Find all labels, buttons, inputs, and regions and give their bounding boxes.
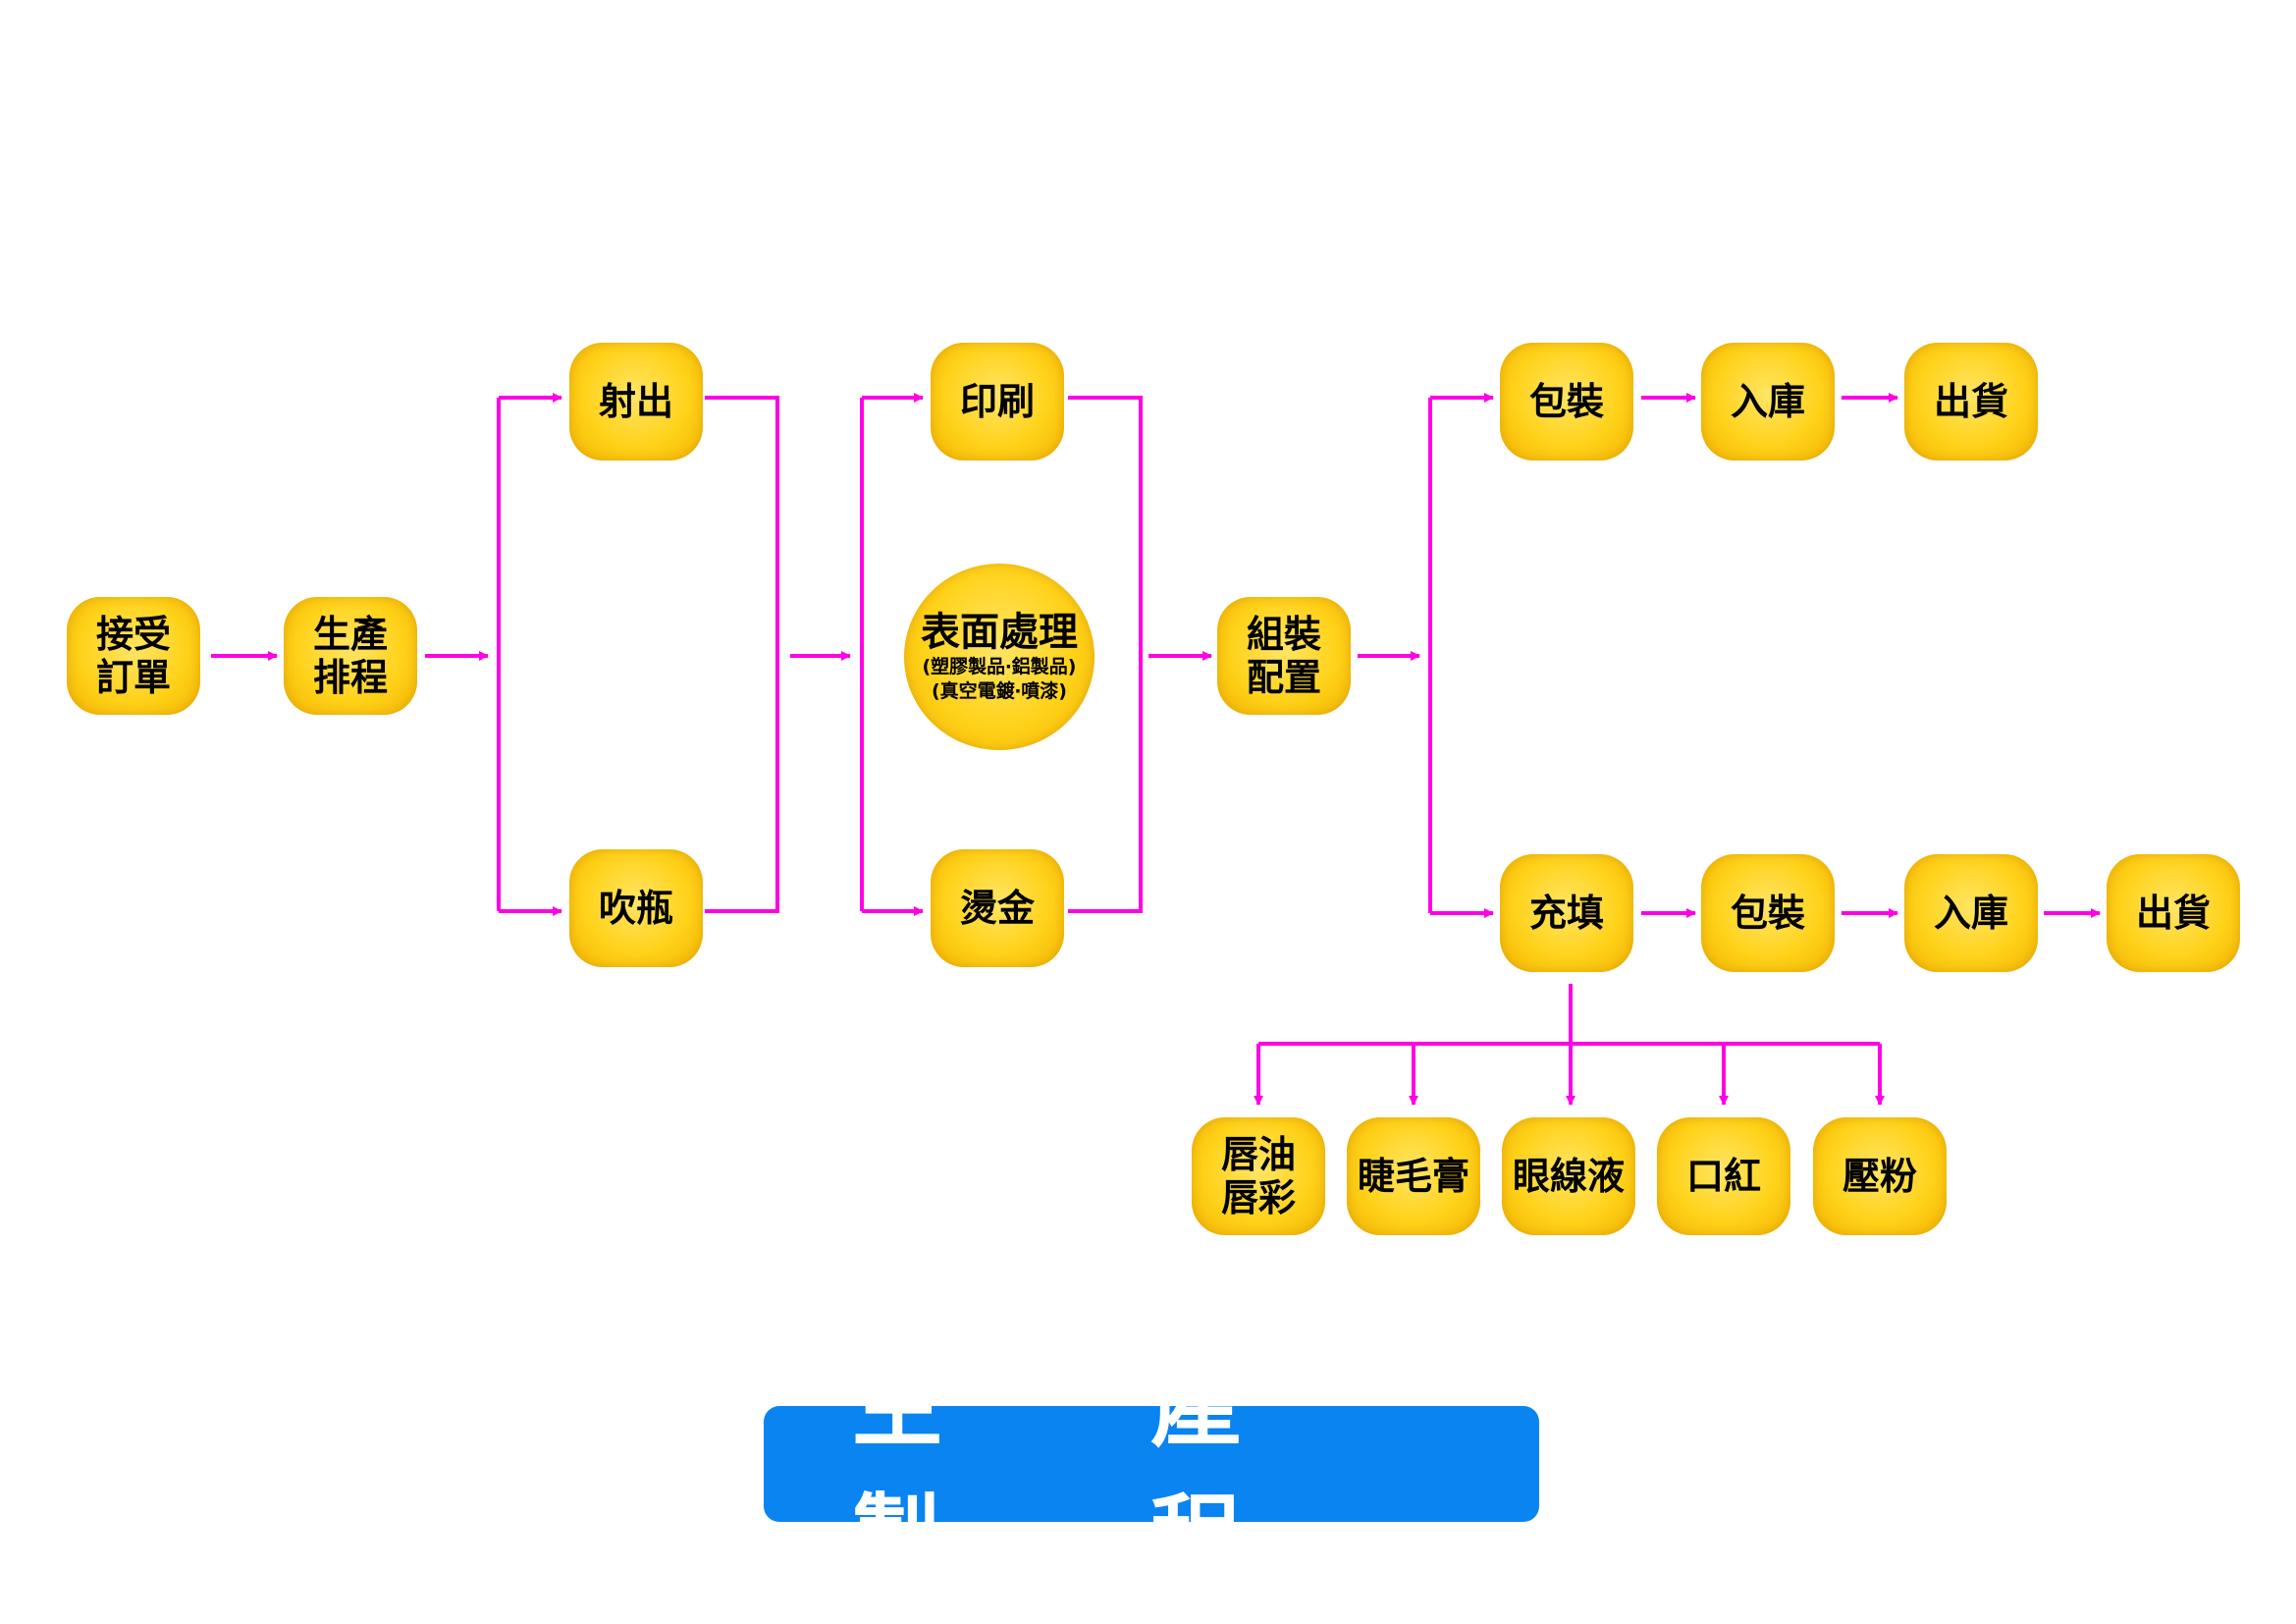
node-printing-label: 印刷: [959, 380, 1035, 423]
node-lipstick-label: 口紅: [1685, 1155, 1761, 1198]
node-production-schedule-line2: 排程: [312, 656, 388, 699]
node-lipstick: 口紅: [1657, 1117, 1790, 1235]
node-shipping-top-label: 出貨: [1933, 380, 2008, 423]
node-production-schedule-line1: 生產: [312, 613, 388, 656]
node-assembly: 組裝 配置: [1217, 597, 1351, 715]
node-injection: 射出: [569, 343, 703, 460]
node-packaging-top-label: 包裝: [1528, 380, 1604, 423]
node-pressed-powder-label: 壓粉: [1842, 1155, 1917, 1198]
node-receive-order-line1: 接受: [95, 613, 171, 656]
node-lip-gloss-line2: 唇彩: [1220, 1176, 1296, 1219]
node-shipping-bottom-label: 出貨: [2135, 892, 2211, 935]
node-receive-order: 接受 訂單: [67, 597, 200, 715]
node-warehousing-bottom-label: 入庫: [1933, 892, 2008, 935]
node-packaging-bottom: 包裝: [1701, 854, 1835, 972]
node-lip-gloss-line1: 唇油: [1220, 1133, 1296, 1176]
node-lip-gloss: 唇油 唇彩: [1192, 1117, 1325, 1235]
node-assembly-line1: 組裝: [1246, 613, 1321, 656]
node-surface-treatment-label: 表面處理: [921, 610, 1078, 655]
node-surface-treatment-sub1: (塑膠製品‧鋁製品): [922, 656, 1077, 677]
node-surface-treatment-sub2: (真空電鍍‧噴漆): [932, 680, 1067, 702]
node-hot-stamping: 燙金: [931, 849, 1064, 967]
node-hot-stamping-label: 燙金: [959, 887, 1035, 930]
node-shipping-top: 出貨: [1904, 343, 2038, 460]
node-filling: 充填: [1500, 854, 1633, 972]
node-injection-label: 射出: [598, 380, 673, 423]
node-blow-molding-label: 吹瓶: [598, 887, 673, 930]
node-filling-label: 充填: [1528, 892, 1604, 935]
node-blow-molding: 吹瓶: [569, 849, 703, 967]
node-mascara-label: 睫毛膏: [1357, 1155, 1469, 1198]
node-packaging-bottom-label: 包裝: [1730, 892, 1805, 935]
node-shipping-bottom: 出貨: [2107, 854, 2240, 972]
node-eyeliner-label: 眼線液: [1512, 1155, 1625, 1198]
node-surface-treatment: 表面處理 (塑膠製品‧鋁製品) (真空電鍍‧噴漆): [904, 564, 1095, 750]
node-eyeliner: 眼線液: [1502, 1117, 1635, 1235]
node-pressed-powder: 壓粉: [1813, 1117, 1947, 1235]
node-warehousing-bottom: 入庫: [1904, 854, 2038, 972]
diagram-title: 生 產 製 程: [852, 1353, 1330, 1590]
node-production-schedule: 生產 排程: [284, 597, 417, 715]
node-receive-order-line2: 訂單: [95, 656, 171, 699]
node-warehousing-top: 入庫: [1701, 343, 1835, 460]
node-warehousing-top-label: 入庫: [1730, 380, 1805, 423]
node-assembly-line2: 配置: [1246, 656, 1321, 699]
diagram-title-bar: 生 產 製 程: [764, 1353, 1539, 1590]
node-packaging-top: 包裝: [1500, 343, 1633, 460]
node-mascara: 睫毛膏: [1347, 1117, 1480, 1235]
node-printing: 印刷: [931, 343, 1064, 460]
